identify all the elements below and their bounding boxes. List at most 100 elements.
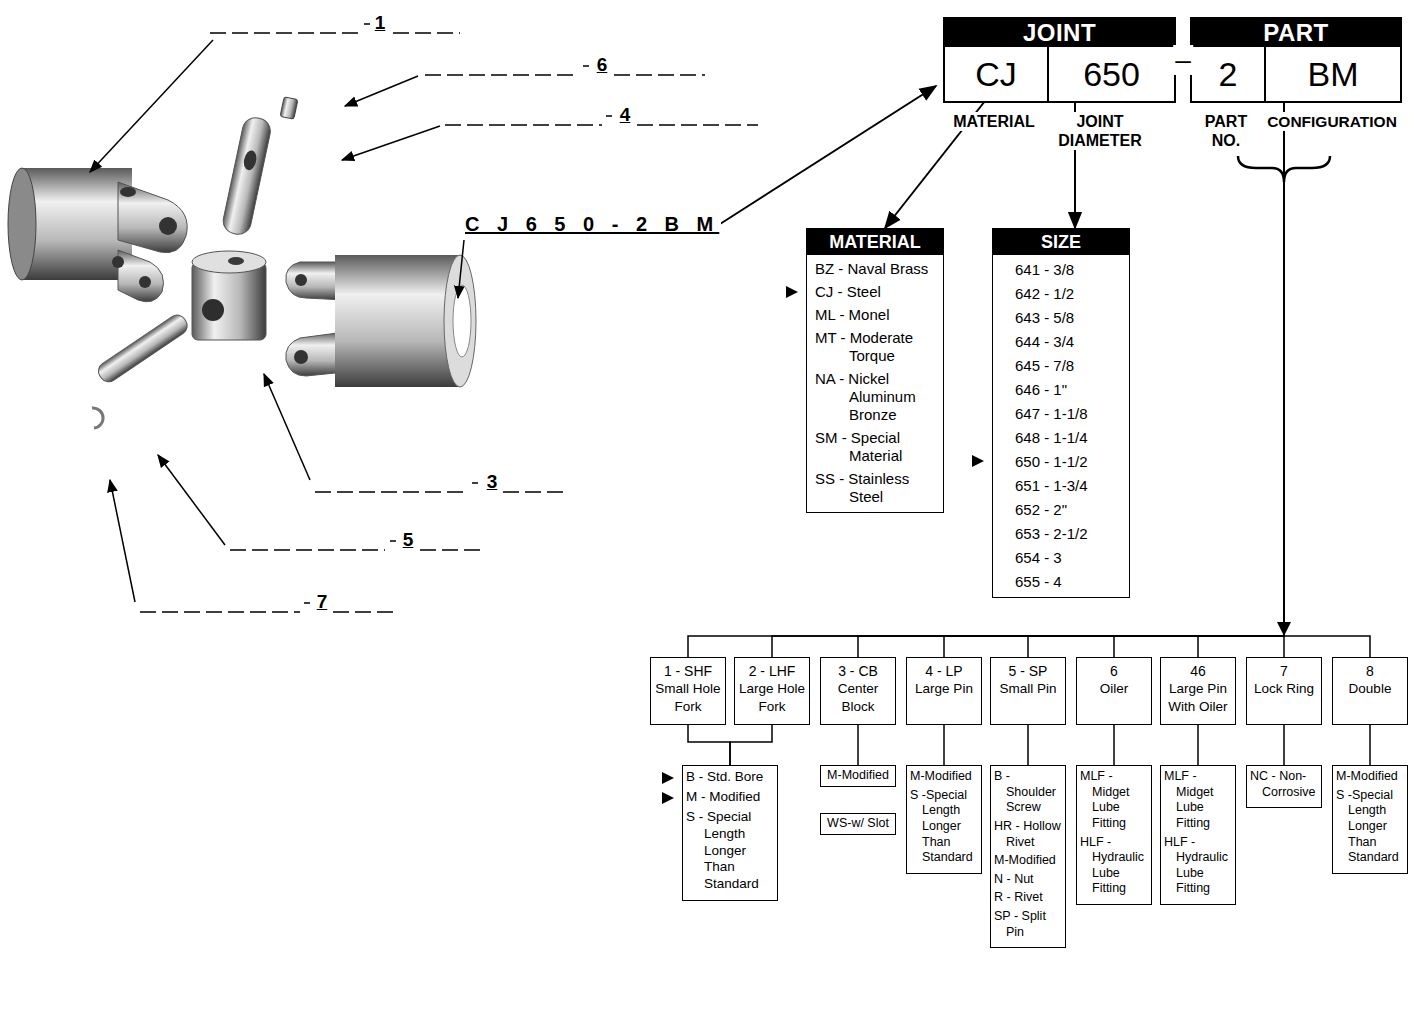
box-text: S -Special Length Longer Than Standard: [1336, 788, 1405, 866]
callout-blank-line: [420, 549, 480, 551]
box-text: M-Modified: [910, 769, 979, 785]
box-text: S - Special Length Longer Than Standard: [686, 809, 775, 893]
part-option-box: 6Oiler: [1076, 657, 1152, 725]
leader-arrow: [342, 126, 440, 160]
callout-number: 5: [401, 529, 416, 551]
option-heading: 7: [1249, 662, 1319, 680]
box-text: 648 - 1-1/4: [1015, 428, 1123, 447]
callout-blank-line: [304, 602, 310, 604]
connector: [1113, 725, 1115, 765]
size-table: SIZE641 - 3/8642 - 1/2643 - 5/8644 - 3/4…: [992, 228, 1130, 598]
part-option-box: 4 - LPLarge Pin: [906, 657, 982, 725]
box-text: 646 - 1": [1015, 380, 1123, 399]
code-cell: 650: [1047, 47, 1174, 101]
box-text: 643 - 5/8: [1015, 308, 1123, 327]
connector: [688, 725, 730, 765]
callout-number: 6: [595, 54, 610, 76]
part-option-box: 5 - SPSmall Pin: [990, 657, 1066, 725]
callout-number: 7: [315, 591, 330, 613]
box-text: SS - Stainless Steel: [815, 470, 937, 506]
box-text: HR - Hollow Rivet: [994, 819, 1063, 850]
connector: [1114, 101, 1284, 657]
small-pin: [95, 312, 191, 386]
large-hole-fork: [453, 285, 471, 357]
box-text: Double: [1335, 680, 1405, 698]
box-text: B - Std. Bore: [686, 769, 775, 786]
callout-blank-line: [583, 65, 589, 67]
option-heading: 6: [1079, 662, 1149, 680]
small-hole-fork: [159, 217, 177, 235]
callout-blank-line: [425, 74, 578, 76]
leader-arrow: [458, 240, 464, 298]
callout-blank-line: [606, 115, 612, 117]
box-text: 647 - 1-1/8: [1015, 404, 1123, 423]
option-heading: 3 - CB: [823, 662, 893, 680]
suboption-box: WS-w/ Slot: [820, 813, 896, 835]
large-pin: [221, 115, 273, 236]
field-caption: PART NO.: [1194, 112, 1258, 150]
callout-blank-line: [393, 32, 460, 34]
oiler: [280, 97, 298, 119]
code-box: PART 2 BM: [1190, 17, 1402, 103]
large-hole-fork: [286, 255, 476, 387]
box-text: Small Pin: [993, 680, 1063, 698]
callout-blank-line: [315, 491, 468, 493]
box-text: 651 - 1-3/4: [1015, 476, 1123, 495]
box-text: 2: [1219, 54, 1238, 94]
field-caption: CONFIGURATION: [1265, 112, 1399, 131]
box-text: HLF - Hydraulic Lube Fitting: [1164, 835, 1233, 898]
small-hole-fork: [120, 187, 136, 197]
option-heading: 5 - SP: [993, 662, 1063, 680]
part-option-box: 8Double: [1332, 657, 1408, 725]
leader-arrow: [158, 455, 225, 545]
box-text: MLF - Midget Lube Fitting: [1080, 769, 1149, 832]
box-text: ML - Monel: [815, 306, 937, 324]
large-hole-fork: [335, 255, 460, 387]
small-hole-fork: [112, 256, 124, 268]
box-text: BM: [1308, 54, 1359, 94]
part-option-box: 3 - CBCenter Block: [820, 657, 896, 725]
suboption-box: NC - Non-Corrosive: [1246, 765, 1322, 808]
small-pin: [95, 312, 191, 386]
field-caption: MATERIAL: [951, 112, 1036, 131]
box-text: B - Shoulder Screw: [994, 769, 1063, 816]
small-hole-fork: [22, 168, 132, 280]
leader-arrow: [90, 40, 213, 172]
box-text: CJ - Steel: [815, 283, 937, 301]
connector: [857, 725, 859, 765]
box-text: 645 - 7/8: [1015, 356, 1123, 375]
box-text: 655 - 4: [1015, 572, 1123, 591]
separator-dash: –: [1173, 45, 1193, 75]
callout-blank-line: [140, 611, 300, 613]
center-block: [202, 299, 224, 321]
small-hole-fork: [8, 168, 187, 302]
box-text: Large Pin: [909, 680, 979, 698]
suboption-box: MLF - Midget Lube FittingHLF - Hydraulic…: [1160, 765, 1236, 905]
large-pin: [221, 115, 273, 236]
callout-blank-line: [210, 32, 360, 34]
code-cell: CJ: [945, 47, 1047, 101]
code-cell: 2: [1192, 47, 1264, 101]
header-text: JOINT: [945, 19, 1174, 47]
callout-blank-line: [333, 611, 395, 613]
callout-blank-line: [230, 549, 385, 551]
box-text: 652 - 2": [1015, 500, 1123, 519]
box-text: HLF - Hydraulic Lube Fitting: [1080, 835, 1149, 898]
box-text: 650: [1083, 54, 1140, 94]
option-heading: 1 - SHF: [653, 662, 723, 680]
box-text: Oiler: [1079, 680, 1149, 698]
box-text: SM - Special Material: [815, 429, 937, 465]
header-text: PART: [1192, 19, 1400, 47]
code-box: JOINTCJ 650: [943, 17, 1176, 103]
box-text: M-Modified: [823, 768, 893, 784]
callout-blank-line: [503, 491, 567, 493]
box-text: 644 - 3/4: [1015, 332, 1123, 351]
large-hole-fork: [295, 274, 307, 286]
box-text: Lock Ring: [1249, 680, 1319, 698]
selection-marker: [786, 286, 798, 298]
selection-marker: [662, 792, 674, 804]
box-text: 642 - 1/2: [1015, 284, 1123, 303]
box-text: Center Block: [823, 680, 893, 715]
box-text: NA - Nickel Aluminum Bronze: [815, 370, 937, 424]
part-option-box: 1 - SHFSmall Hole Fork: [650, 657, 726, 725]
